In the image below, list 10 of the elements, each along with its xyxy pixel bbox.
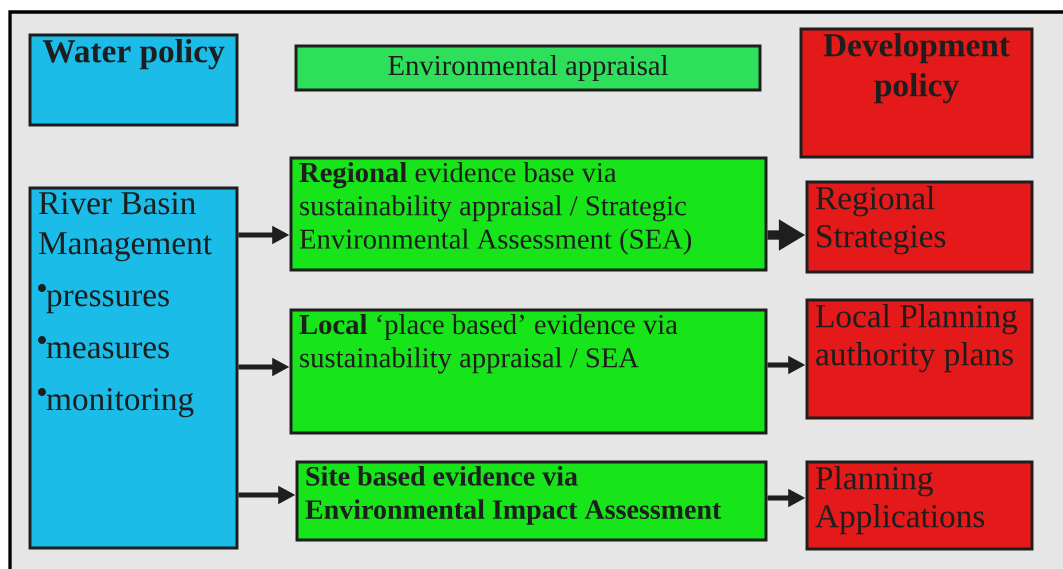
- heading-box: Environmental appraisal: [294, 44, 762, 92]
- heading-box: Development policy: [799, 27, 1034, 159]
- process-box: River Basin Management pressures measures monitoring: [28, 186, 239, 550]
- process-box: Regional evidence base via sustainability appraisal / Strategic Environmental Assessment (SEA): [289, 156, 768, 272]
- output-box: Local Planning authority plans: [805, 298, 1034, 420]
- process-box: Site based evidence via Environmental Impact Assessment: [295, 460, 768, 542]
- heading-box: Water policy: [28, 33, 239, 127]
- process-box: Local ‘place based’ evidence via sustainability appraisal / SEA: [289, 308, 768, 435]
- output-box: Planning Applications: [805, 460, 1034, 551]
- output-box: Regional Strategies: [805, 180, 1034, 274]
